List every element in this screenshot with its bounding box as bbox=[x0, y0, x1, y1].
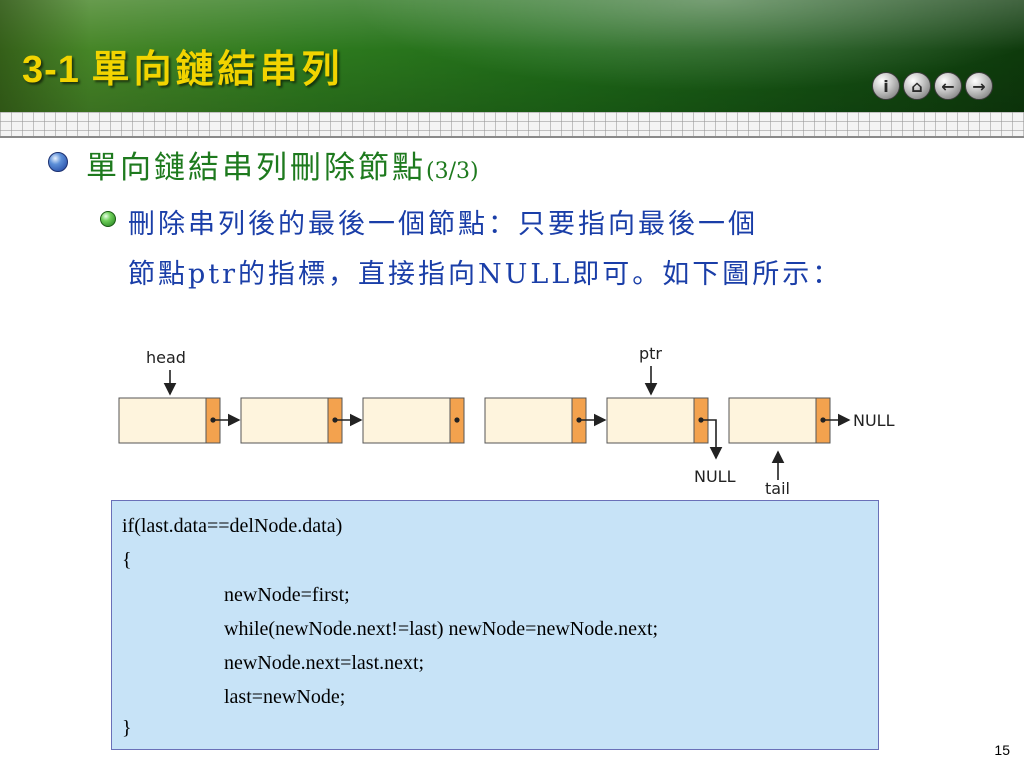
green-bullet-icon bbox=[100, 211, 116, 227]
node-3 bbox=[362, 397, 465, 444]
title-number: 3-1 bbox=[22, 49, 80, 91]
level2-line2: 節點ptr的指標，直接指向NULL即可。如下圖所示： bbox=[128, 259, 843, 290]
code-line-2: { bbox=[122, 549, 132, 571]
node-4 bbox=[484, 397, 587, 444]
home-icon[interactable]: ⌂ bbox=[903, 72, 931, 100]
node-6 bbox=[728, 397, 831, 444]
bullet-level2 bbox=[100, 211, 116, 227]
tail-label: tail bbox=[765, 479, 790, 498]
banner-shine bbox=[0, 0, 1024, 112]
node-2 bbox=[240, 397, 343, 444]
back-arrow-icon[interactable]: ← bbox=[934, 72, 962, 100]
code-line-1: if(last.data==delNode.data) bbox=[122, 515, 343, 537]
null-right-label: NULL bbox=[853, 411, 895, 430]
blue-bullet-icon bbox=[48, 152, 68, 172]
level1-suffix: (3/3) bbox=[426, 159, 479, 184]
ptr-label: ptr bbox=[639, 344, 662, 363]
level2-line1: 刪除串列後的最後一個節點：只要指向最後一個 bbox=[128, 209, 758, 240]
code-line-6: last=newNode; bbox=[224, 686, 346, 708]
info-icon[interactable]: i bbox=[872, 72, 900, 100]
code-line-5: newNode.next=last.next; bbox=[224, 652, 425, 674]
linked-list-diagram: head ptr NULL NULL tail bbox=[118, 344, 895, 498]
code-line-3: newNode=first; bbox=[224, 584, 350, 606]
node-5 bbox=[606, 397, 709, 444]
bullet-level1-text: 單向鏈結串列刪除節點(3/3) bbox=[86, 142, 479, 187]
link-to-null-below bbox=[703, 419, 723, 460]
level1-main: 單向鏈結串列刪除節點 bbox=[86, 150, 426, 186]
title-banner: 3-1 單向鏈結串列 i ⌂ ← → bbox=[0, 0, 1024, 112]
nav-buttons: i ⌂ ← → bbox=[872, 72, 993, 100]
code-box: if(last.data==delNode.data) { newNode=fi… bbox=[111, 500, 879, 750]
title-text: 單向鏈結串列 bbox=[91, 46, 344, 91]
page-number: 15 bbox=[994, 742, 1010, 758]
code-line-4: while(newNode.next!=last) newNode=newNod… bbox=[224, 618, 659, 640]
bullet-level1 bbox=[48, 152, 68, 172]
slide-title: 3-1 單向鏈結串列 bbox=[22, 38, 344, 93]
null-below-label: NULL bbox=[694, 467, 736, 486]
node-1 bbox=[118, 397, 221, 444]
grid-strip bbox=[0, 112, 1024, 138]
forward-arrow-icon[interactable]: → bbox=[965, 72, 993, 100]
head-label: head bbox=[146, 348, 186, 367]
code-line-7: } bbox=[122, 717, 132, 739]
banner-shadow bbox=[0, 0, 90, 112]
